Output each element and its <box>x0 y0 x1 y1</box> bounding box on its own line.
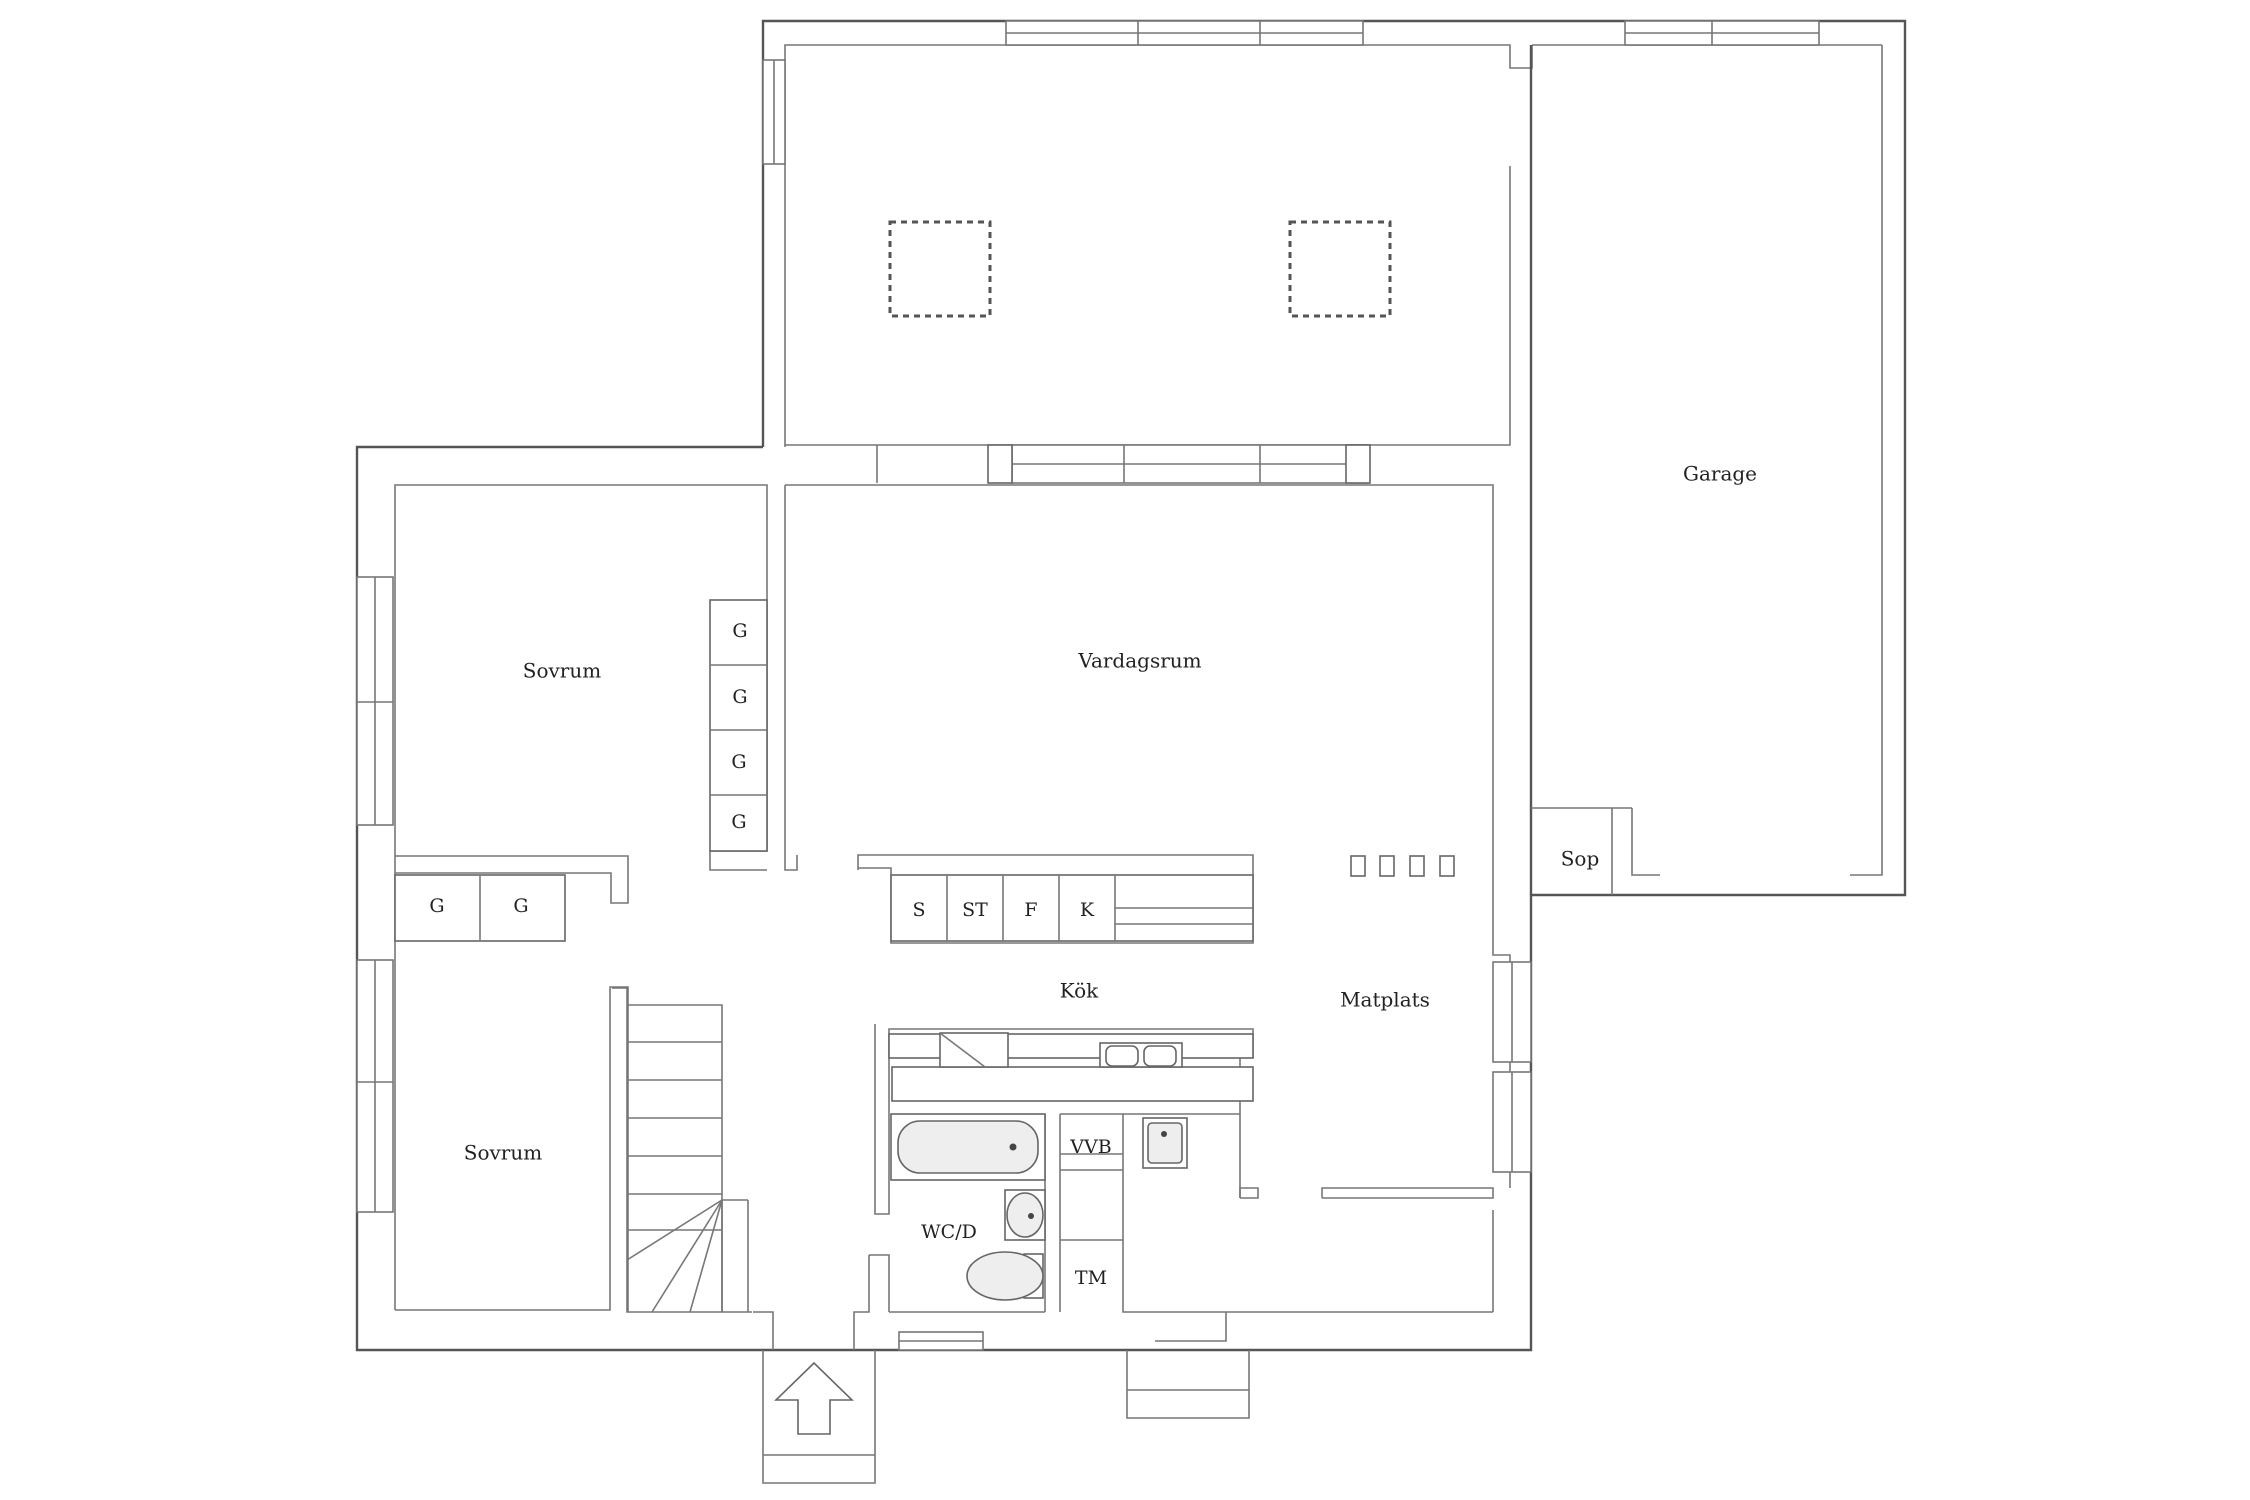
appliance-label-s: S <box>912 899 925 921</box>
wardrobe-label: G <box>731 751 746 773</box>
wardrobe-label: G <box>732 686 747 708</box>
room-label-vvb: VVB <box>1069 1136 1111 1158</box>
windows-left <box>356 576 394 1213</box>
room-label-matplats: Matplats <box>1340 988 1430 1012</box>
room-label-wcd: WC/D <box>921 1221 977 1243</box>
wardrobe-label: G <box>429 895 444 917</box>
bathroom-fixtures <box>890 1113 1188 1301</box>
room-label-vardagsrum: Vardagsrum <box>1077 649 1201 673</box>
appliance-label-f: F <box>1024 899 1037 921</box>
wardrobe-label: G <box>513 895 528 917</box>
room-label-sovrum-lower: Sovrum <box>464 1141 542 1165</box>
room-label-kok: Kök <box>1060 979 1099 1003</box>
kitchen-island <box>888 1032 1254 1102</box>
porch-step <box>1126 1350 1250 1419</box>
room-label-sovrum-upper: Sovrum <box>523 659 601 683</box>
windows-top <box>762 20 1820 484</box>
appliance-label-st: ST <box>962 899 988 921</box>
wardrobe-label: G <box>732 620 747 642</box>
room-label-tm: TM <box>1075 1267 1107 1289</box>
wardrobe-label: G <box>731 811 746 833</box>
room-label-sop: Sop <box>1561 847 1600 871</box>
outer-walls <box>355 19 1907 1352</box>
skylight-left <box>888 220 992 318</box>
room-label-garage: Garage <box>1683 462 1757 486</box>
kitchen-top-counter <box>890 874 1254 942</box>
appliance-label-k: K <box>1080 899 1095 921</box>
staircase <box>612 987 752 1313</box>
entrance-arrow-icon <box>774 1361 854 1435</box>
entrance <box>762 1350 876 1484</box>
wardrobe-row <box>394 874 566 942</box>
wardrobe-column <box>709 599 768 852</box>
interior-walls <box>394 484 1532 1351</box>
skylight-right <box>1288 220 1392 318</box>
